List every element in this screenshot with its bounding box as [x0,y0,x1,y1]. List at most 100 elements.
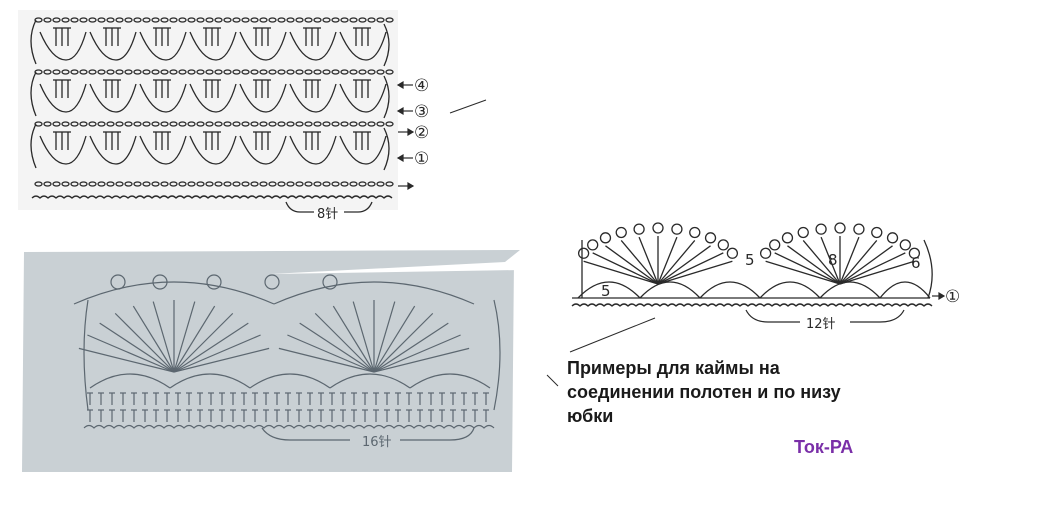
chain-stitch [268,181,277,187]
chain-stitch [52,69,61,75]
chain-stitch [358,181,367,187]
chain-stitch [250,17,259,23]
chain-stitch [250,69,259,75]
chain-arch [89,373,171,389]
chain-stitch [214,69,223,75]
chain-stitch [259,17,268,23]
chain-stitch [232,17,241,23]
fan-stitch [839,252,906,285]
chain-stitch [286,17,295,23]
picot [726,247,739,259]
chain-stitch [340,69,349,75]
fan-stitch [173,334,261,373]
edge-turn [383,127,390,171]
chain-stitch [115,181,124,187]
chain-stitch [385,69,394,75]
picot [759,247,772,259]
chain-stitch [43,121,52,127]
chain-stitch [322,121,331,127]
arch-stitch [339,31,387,61]
chain-stitch [160,181,169,187]
arch-stitch [39,135,87,165]
chain-stitch [232,121,241,127]
chain-count-6: 6 [911,254,921,272]
arch-stitch [89,135,137,165]
chain-stitch [61,69,70,75]
chain-stitch [124,17,133,23]
arch-stitch [239,83,287,113]
chain-stitch [142,181,151,187]
chain-stitch [160,17,169,23]
repeat-label-8: 8针 [317,207,338,222]
chain-stitch [349,69,358,75]
picot [797,226,809,239]
chain-stitch [358,121,367,127]
chain-stitch [79,121,88,127]
chain-stitch [61,181,70,187]
chain-stitch [385,181,394,187]
chain-arch [759,281,821,299]
arch-stitch [139,31,187,61]
picot [853,223,865,235]
arch-stitch [189,135,237,165]
chain-stitch [187,69,196,75]
chain-stitch [295,17,304,23]
picot [577,247,590,259]
chain-stitch [331,69,340,75]
chain-stitch [268,17,277,23]
chain-stitch [214,181,223,187]
chain-stitch [268,69,277,75]
chain-stitch [385,121,394,127]
picot [264,274,280,290]
chain-stitch [223,181,232,187]
diagram-bottom-left [22,250,520,472]
chain-stitch [34,181,43,187]
fan-stitch [287,334,375,373]
chain-stitch [142,121,151,127]
chain-stitch [61,17,70,23]
pointer-line-3 [546,374,559,387]
fan-stitch [657,260,733,285]
chain-stitch [241,121,250,127]
chain-stitch [151,69,160,75]
fan-stitch [657,245,711,285]
chain-stitch [115,69,124,75]
chain-stitch [70,121,79,127]
picot [769,239,781,251]
chain-stitch [331,121,340,127]
pointer-line-1 [449,99,487,114]
pointer-line-2 [569,317,656,353]
chain-stitch [97,181,106,187]
chain-stitch [277,69,286,75]
fan-stitch [839,245,893,285]
chain-stitch [97,69,106,75]
chain-count-5b: 5 [745,251,755,269]
chain-stitch [151,121,160,127]
chain-stitch [367,181,376,187]
picot [152,274,168,290]
chain-stitch [286,181,295,187]
arch-stitch [39,31,87,61]
chain-stitch [52,17,61,23]
chain-stitch [124,181,133,187]
picot [689,226,701,239]
chain-stitch [34,69,43,75]
fan-stitch [173,301,196,373]
chain-stitch [250,121,259,127]
chain-stitch [169,181,178,187]
picot [871,226,883,239]
chain-stitch [295,181,304,187]
arch-stitch [239,135,287,165]
chain-stitch [133,121,142,127]
chain-stitch [223,121,232,127]
fan-edge [73,281,275,305]
chain-stitch [340,121,349,127]
chain-stitch [178,121,187,127]
chain-stitch [88,17,97,23]
edge-turn [383,75,390,119]
fan-stitch [373,322,449,373]
arch-stitch [39,83,87,113]
picot [599,232,612,244]
arch-stitch [339,135,387,165]
chain-stitch [304,181,313,187]
